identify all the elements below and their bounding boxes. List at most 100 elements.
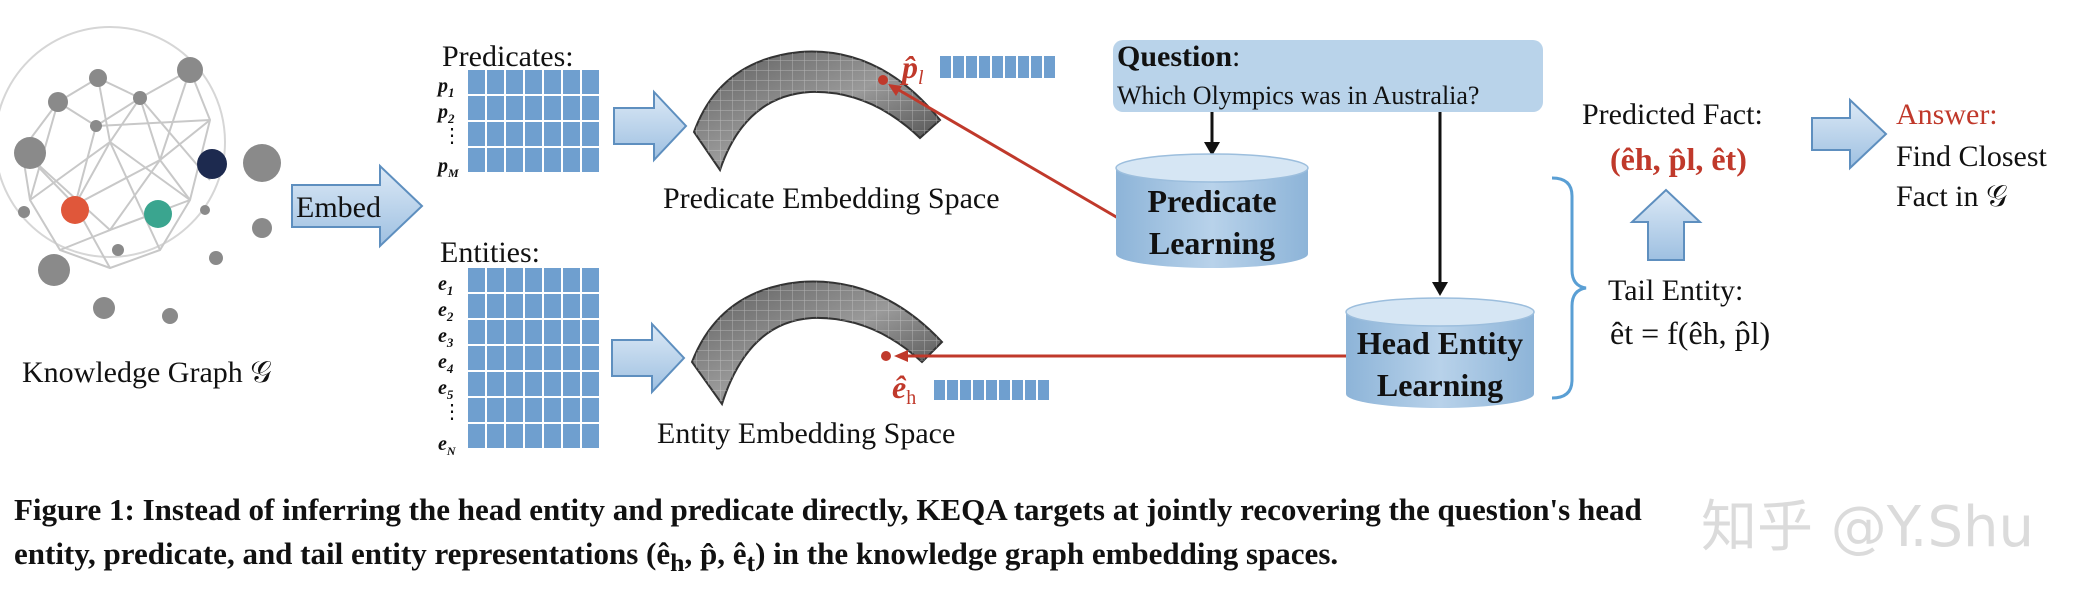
- matrix-cell: [999, 380, 1010, 400]
- matrix-cell: [544, 294, 561, 318]
- matrix-cell: [1018, 56, 1029, 78]
- p-hat-label: p̂l: [899, 49, 924, 89]
- matrix-cell: [563, 294, 580, 318]
- predicate-learning-module: [1115, 153, 1309, 268]
- predicate-learning-line2: Learning: [1149, 225, 1275, 261]
- head-entity-learning-line2: Learning: [1377, 367, 1503, 403]
- matrix-cell: [544, 372, 561, 396]
- matrix-cell: [487, 148, 504, 172]
- matrix-cell: [582, 372, 599, 396]
- knowledge-graph: [0, 26, 281, 324]
- kg-node-orange: [61, 196, 89, 224]
- entity-to-space-arrow: [611, 321, 686, 395]
- caption-line-2: entity, predicate, and tail entity repre…: [14, 532, 2074, 585]
- head-entity-learning-module: [1345, 297, 1535, 408]
- matrix-cell: [506, 70, 523, 94]
- matrix-cell: [468, 148, 485, 172]
- predicate-row-labels: p1 p2 ⋮ pM: [436, 75, 462, 180]
- predicate-row-label: p1: [436, 75, 455, 100]
- matrix-cell: [563, 70, 580, 94]
- matrix-cell: [544, 346, 561, 370]
- kg-node: [209, 251, 223, 265]
- matrix-cell: [487, 320, 504, 344]
- matrix-cell: [1038, 380, 1049, 400]
- matrix-cell: [563, 148, 580, 172]
- matrix-cell: [934, 380, 945, 400]
- e-hat-point: [881, 351, 891, 361]
- predicates-title: Predicates:: [442, 40, 574, 73]
- predicate-to-space-arrow: [613, 89, 688, 163]
- matrix-cell: [468, 346, 485, 370]
- entity-embedding-surface: [690, 280, 944, 407]
- matrix-cell: [525, 372, 542, 396]
- entity-space-label: Entity Embedding Space: [657, 417, 955, 450]
- matrix-cell: [1012, 380, 1023, 400]
- kg-label: Knowledge Graph 𝒢: [22, 356, 272, 389]
- kg-node: [18, 206, 30, 218]
- entity-row-label: e4: [438, 351, 454, 376]
- kg-node: [112, 244, 124, 256]
- kg-node-navy: [197, 149, 227, 179]
- matrix-cell: [525, 424, 542, 448]
- kg-node: [48, 92, 68, 112]
- matrix-cell: [487, 346, 504, 370]
- matrix-cell: [506, 122, 523, 146]
- tail-entity-label: Tail Entity:: [1608, 274, 1743, 307]
- matrix-cell: [563, 122, 580, 146]
- predicate-learning-red-arrow: [891, 84, 1119, 220]
- matrix-cell: [563, 424, 580, 448]
- matrix-cell: [506, 294, 523, 318]
- kg-node: [38, 254, 70, 286]
- matrix-cell: [525, 70, 542, 94]
- question-box: [1113, 40, 1543, 112]
- matrix-cell: [487, 122, 504, 146]
- matrix-cell: [468, 320, 485, 344]
- caption-line-2-end: ) in the knowledge graph embedding space…: [755, 536, 1339, 571]
- matrix-cell: [582, 70, 599, 94]
- fact-to-answer-arrow: [1811, 97, 1888, 171]
- entity-row-label: e5: [438, 377, 454, 402]
- caption-line-2-mid: , p̂, ê: [684, 536, 747, 571]
- predicate-space-label: Predicate Embedding Space: [663, 182, 1000, 215]
- matrix-cell: [506, 398, 523, 422]
- matrix-cell: [525, 398, 542, 422]
- matrix-cell: [940, 56, 951, 78]
- matrix-cell: [979, 56, 990, 78]
- kg-node: [243, 144, 281, 182]
- matrix-cell: [506, 424, 523, 448]
- e-hat-vector: [934, 380, 1049, 400]
- entity-matrix: [468, 268, 599, 448]
- matrix-cell: [582, 268, 599, 292]
- matrix-cell: [468, 398, 485, 422]
- caption-sub-h: h: [670, 548, 685, 578]
- matrix-cell: [468, 294, 485, 318]
- entities-title: Entities:: [440, 236, 540, 269]
- matrix-cell: [544, 148, 561, 172]
- predicate-matrix: [468, 70, 599, 172]
- caption-sub-t: t: [746, 548, 756, 578]
- matrix-cell: [563, 268, 580, 292]
- matrix-cell: [468, 424, 485, 448]
- matrix-cell: [525, 268, 542, 292]
- matrix-cell: [525, 294, 542, 318]
- matrix-cell: [544, 122, 561, 146]
- matrix-cell: [487, 424, 504, 448]
- matrix-cell: [582, 346, 599, 370]
- matrix-cell: [506, 268, 523, 292]
- predicate-red-arrowhead: [888, 84, 902, 96]
- matrix-cell: [973, 380, 984, 400]
- matrix-cell: [582, 424, 599, 448]
- matrix-cell: [487, 268, 504, 292]
- embed-label: Embed: [296, 191, 381, 224]
- matrix-cell: [563, 346, 580, 370]
- matrix-cell: [582, 320, 599, 344]
- kg-node: [177, 57, 203, 83]
- matrix-cell: [468, 70, 485, 94]
- caption-line-1: Figure 1: Instead of inferring the head …: [14, 492, 1642, 527]
- predicted-fact-label: Predicted Fact:: [1582, 98, 1763, 131]
- matrix-cell: [563, 96, 580, 120]
- tail-entity-formula: êt = f(êh, p̂l): [1610, 315, 1770, 351]
- question-to-head-arrowhead: [1432, 282, 1448, 296]
- matrix-cell: [563, 372, 580, 396]
